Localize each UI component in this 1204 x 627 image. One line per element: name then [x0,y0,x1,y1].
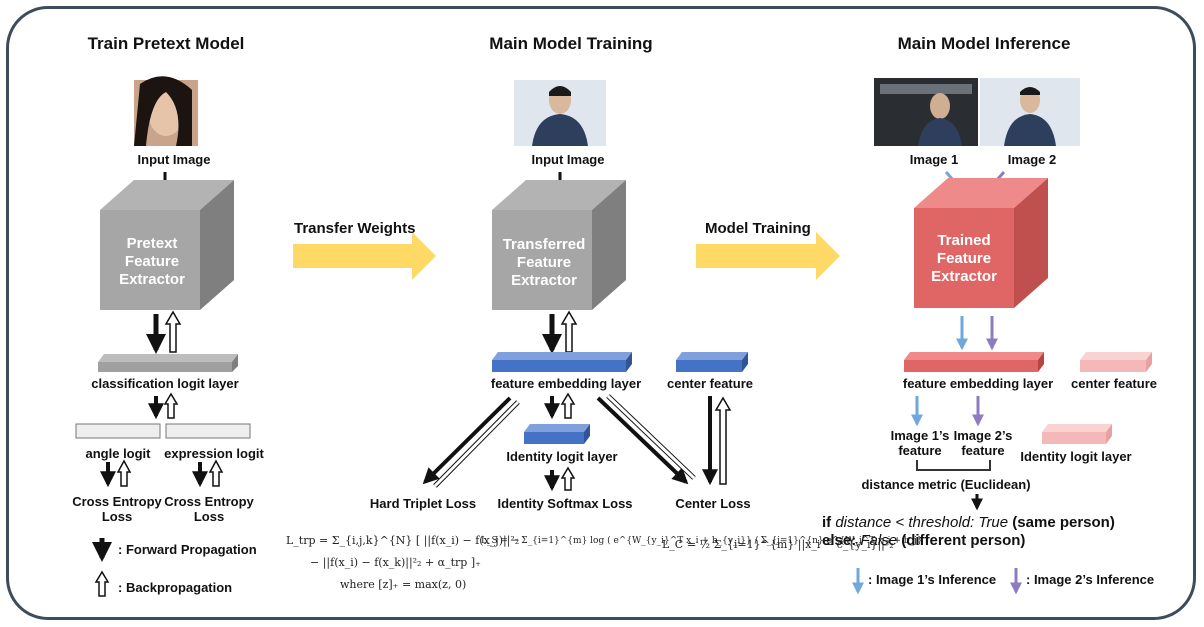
diagram-frame [6,6,1196,620]
triplet-equation-line1: L_trp = Σ_{i,j,k}^{N} [ ||f(x_i) − f(x_j… [286,534,520,547]
angle-logit-label: angle logit [85,446,151,461]
model-training-arrow [696,232,840,280]
cross-entropy-loss-2: Cross Entropy Loss [164,494,254,524]
softmax-equation: L_S = − Σ_{i=1}^{m} log ( e^{W_{y_i}^T x… [481,536,929,546]
training-center-label: center feature [667,376,753,391]
legend-image2-label: : Image 2’s Inference [1026,572,1155,587]
legend-image1-label: : Image 1’s Inference [868,572,997,587]
image2-label: Image 2 [1007,152,1057,167]
training-embedding-label: feature embedding layer [490,376,642,391]
backprop-arrow [164,310,182,353]
backprop-arrow [116,459,132,487]
transfer-weights-label: Transfer Weights [294,220,416,237]
image2-feature-label: Image 2’s feature [953,428,1013,458]
inference-photo2-placeholder [980,78,1080,146]
training-identity-label: Identity logit layer [506,449,618,464]
inference-title: Main Model Inference [897,34,1071,53]
distance-bracket [916,460,991,471]
forward-arrow [422,396,512,485]
inference-center-feature-layer [1080,352,1152,372]
backprop-arrow [560,310,578,353]
trained-cube [914,178,1048,308]
transfer-weights-arrow [293,232,436,280]
backprop-arrow [560,392,576,419]
image1-feature-label: Image 1’s feature [890,428,950,458]
legend-back-label: : Backpropagation [118,580,233,595]
pretext-photo-placeholder [134,76,198,146]
trained-extractor-label: Trained Feature Extractor [931,232,997,285]
pretext-cube [100,180,234,310]
inference-embedding-layer [904,352,1044,372]
pretext-input-label: Input Image [137,152,211,167]
training-identity-layer [524,424,590,444]
training-embedding-layer [492,352,632,372]
triplet-equation-line3: where [z]₊ = max(z, 0) [340,578,467,591]
identity-softmax-loss-label: Identity Softmax Loss [497,496,633,511]
model-training-label: Model Training [705,220,811,237]
backprop-arrow [208,459,224,487]
image1-label: Image 1 [909,152,959,167]
inference-identity-label: Identity logit layer [1020,449,1132,464]
training-center-feature-layer [676,352,748,372]
legend-forward-label: : Forward Propagation [118,542,257,557]
pretext-extractor-label: Pretext Feature Extractor [119,235,185,288]
training-extractor-label: Transferred Feature Extractor [502,236,586,289]
training-title: Main Model Training [489,34,653,53]
inference-identity-layer [1042,424,1112,444]
cross-entropy-loss-1: Cross Entropy Loss [72,494,162,524]
backprop-arrow [163,392,179,419]
legend-backprop-arrow [94,570,110,597]
backprop-arrow [560,466,576,491]
inference-center-label: center feature [1071,376,1157,391]
decision-rule-if: if distance < threshold: True (same pers… [822,514,1115,531]
inference-embedding-label: feature embedding layer [902,376,1054,391]
expression-logit-box [165,423,251,439]
training-photo-placeholder [514,80,606,146]
pretext-title: Train Pretext Model [87,34,245,53]
inference-photo1-placeholder [874,78,978,146]
expression-logit-label: expression logit [164,446,264,461]
center-loss-label: Center Loss [675,496,751,511]
angle-logit-box [75,423,161,439]
triplet-equation-line2: − ||f(x_i) − f(x_k)||²₂ + α_trp ]₊ [310,556,481,569]
hard-triplet-loss-label: Hard Triplet Loss [369,496,477,511]
forward-arrow [596,396,689,485]
training-cube [492,180,626,310]
decision-rule-else: else: False (different person) [822,532,1026,549]
training-input-label: Input Image [531,152,605,167]
classification-logit-layer [98,354,238,372]
classification-layer-label: classification logit layer [91,376,239,391]
center-equation: L_C = ½ Σ_{i=1}^{m} ||x_i − c_{y_i}||²₂ [662,538,894,551]
backprop-arrow [714,396,732,485]
distance-metric-label: distance metric (Euclidean) [861,477,1031,492]
